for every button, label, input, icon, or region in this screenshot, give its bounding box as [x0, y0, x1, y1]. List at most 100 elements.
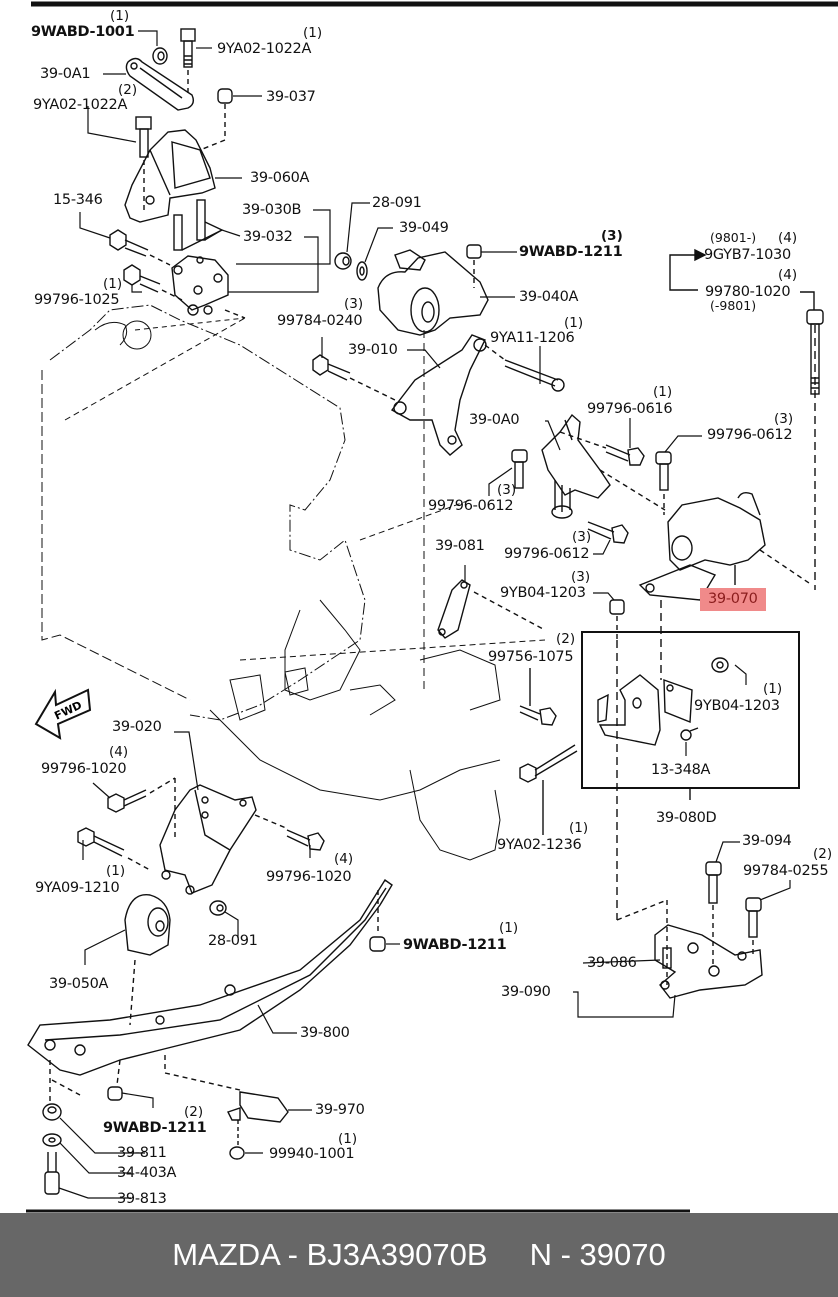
label-9ya02-1022a-top: 9YA02-1022A — [217, 41, 312, 57]
nut-99940-1001 — [229, 1146, 245, 1160]
fwd-arrow — [34, 688, 92, 740]
label-39-800: 39-800 — [300, 1025, 350, 1041]
label-39-081: 39-081 — [435, 538, 485, 554]
label-39-040a: 39-040A — [519, 289, 579, 305]
label-39-813: 39-813 — [117, 1191, 167, 1207]
label-9wabd-1211-top: 9WABD-1211 — [519, 244, 623, 260]
nut-9yb04-1203-box — [711, 657, 729, 673]
bolt-15-346 — [109, 229, 171, 266]
label-99796-1020-left: 99796-1020 — [41, 761, 127, 777]
nut-9wabd-1211-bottom — [107, 1059, 123, 1101]
label-39-070-highlighted[interactable]: 39-070 — [700, 588, 766, 611]
bracket-39-020 — [159, 784, 257, 895]
qty-99784-0255: (2) — [813, 846, 833, 862]
label-13-348a: 13-348A — [651, 762, 711, 778]
label-99796-0616: 99796-0616 — [587, 401, 673, 417]
label-9yb04-1203-box: 9YB04-1203 — [694, 698, 780, 714]
leader-lines — [58, 30, 791, 1199]
nut-28-091-bottom — [209, 900, 227, 916]
qty-99756-1075: (2) — [556, 631, 576, 647]
qty-9wabd-1001: (1) — [110, 8, 130, 24]
qty-9wabd-1211-bottom: (2) — [184, 1104, 204, 1120]
label-9ya09-1210: 9YA09-1210 — [35, 880, 120, 896]
label-9ya11-1206: 9YA11-1206 — [490, 330, 575, 346]
qty-9ya02-1022a-left: (2) — [118, 82, 138, 98]
bolt-99784-0240 — [312, 354, 396, 401]
qty-9ya11-1206: (1) — [564, 315, 584, 331]
bolt-39-813 — [44, 1152, 60, 1195]
qty-9wabd-1211-mid: (1) — [499, 920, 519, 936]
transmission-mount-39-070 — [638, 491, 766, 601]
qty-99796-0612-left: (3) — [497, 482, 517, 498]
bolt-99796-1020-left — [107, 777, 176, 840]
mount-bracket-39-0a1 — [125, 57, 195, 111]
label-9ya02-1022a-left: 9YA02-1022A — [33, 97, 128, 113]
label-39-032: 39-032 — [243, 229, 293, 245]
qty-99796-1020-right: (4) — [334, 851, 354, 867]
label-39-086: 39-086 — [587, 955, 637, 971]
stud-39-086 — [662, 947, 672, 969]
label-9wabd-1211-mid: 9WABD-1211 — [403, 937, 507, 953]
mount-39-050a — [124, 894, 171, 1026]
label-99784-0255: 99784-0255 — [743, 863, 829, 879]
label-9yb04-1203-top: 9YB04-1203 — [500, 585, 586, 601]
label-15-346: 15-346 — [53, 192, 103, 208]
bracket-39-0a0 — [541, 413, 611, 512]
bolt-99796-1025 — [123, 264, 183, 301]
nut-9wabd-1211-mid — [369, 936, 386, 952]
nut-9yb04-1203-top — [609, 599, 625, 640]
clip-13-348a — [680, 727, 699, 741]
bolt-9ya02-1236 — [519, 744, 578, 835]
bolt-99796-0612-right — [655, 451, 672, 515]
label-99780-1020: 99780-1020 — [705, 284, 791, 300]
washer-34-403a — [42, 1133, 62, 1147]
label-39-020: 39-020 — [112, 719, 162, 735]
engine-block-outline — [41, 304, 546, 861]
bolt-9ya02-1022a-top — [180, 28, 196, 94]
crossmember-39-800 — [27, 878, 393, 1076]
qty-99780-1020: (4) — [778, 267, 798, 283]
bolt-99796-0612-left — [511, 449, 528, 489]
bracket-39-010 — [390, 334, 487, 456]
bolt-99796-1020-right — [254, 814, 325, 851]
bolt-9ya02-1022a-left — [135, 116, 152, 210]
qty-9ya09-1210: (1) — [106, 863, 126, 879]
bolt-9ya09-1210 — [77, 827, 151, 871]
qty-99796-0612-right: (3) — [774, 411, 794, 427]
label-39-037: 39-037 — [266, 89, 316, 105]
label-39-050a: 39-050A — [49, 976, 109, 992]
qty-9yb04-1203-box: (1) — [763, 681, 783, 697]
brand-part-number: MAZDA - BJ3A39070B — [172, 1237, 488, 1272]
label-9wabd-1211-bottom: 9WABD-1211 — [103, 1120, 207, 1136]
bolt-99756-1075 — [519, 668, 557, 726]
label-28-091-bottom: 28-091 — [208, 933, 258, 949]
note-9gyb7-1030: (9801-) — [710, 230, 757, 245]
label-99796-0612-right: 99796-0612 — [707, 427, 793, 443]
label-9ya02-1236: 9YA02-1236 — [497, 837, 582, 853]
label-39-094: 39-094 — [742, 833, 792, 849]
label-39-0a1: 39-0A1 — [40, 66, 91, 82]
qty-9gyb7-1030: (4) — [778, 230, 798, 246]
label-39-060a: 39-060A — [250, 170, 310, 186]
part-number-footer: MAZDA - BJ3A39070B N - 39070 — [0, 1213, 838, 1297]
qty-99784-0240: (3) — [344, 296, 364, 312]
nut-28-091-top — [334, 252, 352, 270]
label-99796-0612-left: 99796-0612 — [428, 498, 514, 514]
qty-9ya02-1022a-top: (1) — [303, 25, 323, 41]
bolt-99784-0255 — [745, 897, 762, 955]
label-39-080d: 39-080D — [656, 810, 717, 826]
nut-9wabd-1001 — [152, 47, 168, 65]
label-39-090: 39-090 — [501, 984, 551, 1000]
nut-39-037 — [199, 88, 233, 151]
bolt-99796-0612-mid — [551, 505, 629, 544]
bracket-39-080d — [597, 674, 693, 746]
mount-39-090 — [616, 899, 763, 999]
link-39-081 — [437, 579, 546, 639]
qty-99940-1001: (1) — [338, 1131, 358, 1147]
label-28-091-top: 28-091 — [372, 195, 422, 211]
mount-39-040a — [377, 249, 489, 336]
reference-number: N - 39070 — [529, 1237, 666, 1272]
bolt-99780-1020 — [800, 291, 824, 395]
label-99796-1020-right: 99796-1020 — [266, 869, 352, 885]
